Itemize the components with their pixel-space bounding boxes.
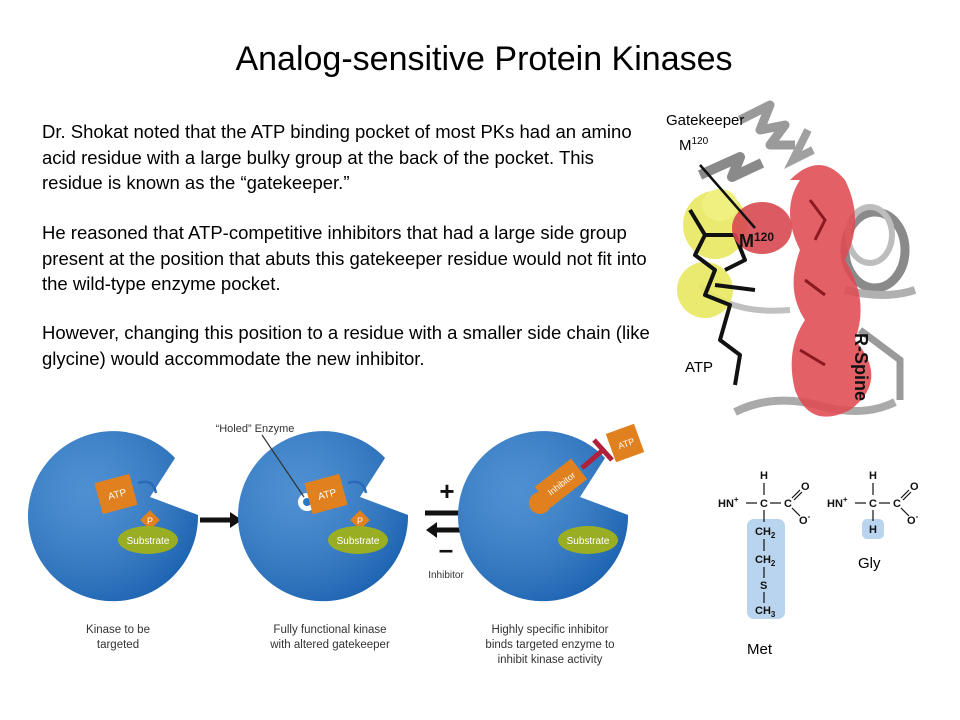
kinase-schematic: ATP P Substrate ATP P Substrate “Holed” … xyxy=(28,423,645,602)
minus-sign: – xyxy=(439,534,453,564)
svg-text:HN+: HN+ xyxy=(718,495,739,510)
enzyme-wildtype: ATP P Substrate xyxy=(28,431,199,602)
atp-structure-label: ATP xyxy=(685,359,713,376)
glycine-structure: H HN+ C C O O- H xyxy=(827,470,919,539)
svg-text:O-: O- xyxy=(907,512,919,527)
svg-text:CH2: CH2 xyxy=(755,554,776,568)
m120-label: M120 xyxy=(679,136,709,154)
svg-text:C: C xyxy=(893,498,901,510)
gly-label: Gly xyxy=(858,555,881,572)
rspine-label: R-Spine xyxy=(851,333,871,401)
gatekeeper-label: Gatekeeper xyxy=(666,112,744,129)
svg-text:H: H xyxy=(869,524,877,536)
svg-text:O-: O- xyxy=(799,512,811,527)
svg-text:C: C xyxy=(760,498,768,510)
svg-text:H: H xyxy=(869,470,877,482)
svg-text:O: O xyxy=(801,481,810,493)
methionine-structure: H HN+ C C O O- CH2 CH2 S CH3 xyxy=(718,470,811,619)
caption-inhibited: Highly specific inhibitor binds targeted… xyxy=(485,624,615,666)
plus-sign: + xyxy=(439,476,454,506)
svg-text:O: O xyxy=(910,481,919,493)
svg-text:S: S xyxy=(760,580,767,592)
page-title: Analog-sensitive Protein Kinases xyxy=(235,40,733,78)
p-tile-2: P xyxy=(357,516,363,526)
svg-text:CH3: CH3 xyxy=(755,605,776,619)
paragraph-reasoning: He reasoned that ATP-competitive inhibit… xyxy=(42,222,647,294)
substrate-tile-3: Substrate xyxy=(567,536,610,547)
caption-wildtype: Kinase to be targeted xyxy=(86,624,150,651)
holed-enzyme-label: “Holed” Enzyme xyxy=(216,423,295,435)
svg-text:C: C xyxy=(784,498,792,510)
substrate-tile-1: Substrate xyxy=(127,536,170,547)
m120-structure-label: M120 xyxy=(739,230,774,251)
svg-text:H: H xyxy=(760,470,768,482)
p-tile-1: P xyxy=(147,516,153,526)
svg-text:CH2: CH2 xyxy=(755,526,776,540)
inhibitor-side-label: Inhibitor xyxy=(428,570,464,581)
paragraph-glycine: However, changing this position to a res… xyxy=(42,322,650,369)
svg-text:C: C xyxy=(869,498,877,510)
met-label: Met xyxy=(747,641,773,658)
atp-tile-2: ATP xyxy=(317,487,338,503)
substrate-tile-2: Substrate xyxy=(337,536,380,547)
caption-holed: Fully functional kinase with altered gat… xyxy=(270,624,390,651)
svg-text:HN+: HN+ xyxy=(827,495,848,510)
kinase-structure-image: M120 R-Spine Gatekeeper M120 ATP xyxy=(666,100,917,417)
atp-tile-1: ATP xyxy=(107,487,128,503)
paragraph-gatekeeper: Dr. Shokat noted that the ATP binding po… xyxy=(42,121,632,193)
enzyme-inhibited: Inhibitor ATP Substrate xyxy=(458,423,645,602)
enzyme-holed: ATP P Substrate xyxy=(238,431,409,602)
